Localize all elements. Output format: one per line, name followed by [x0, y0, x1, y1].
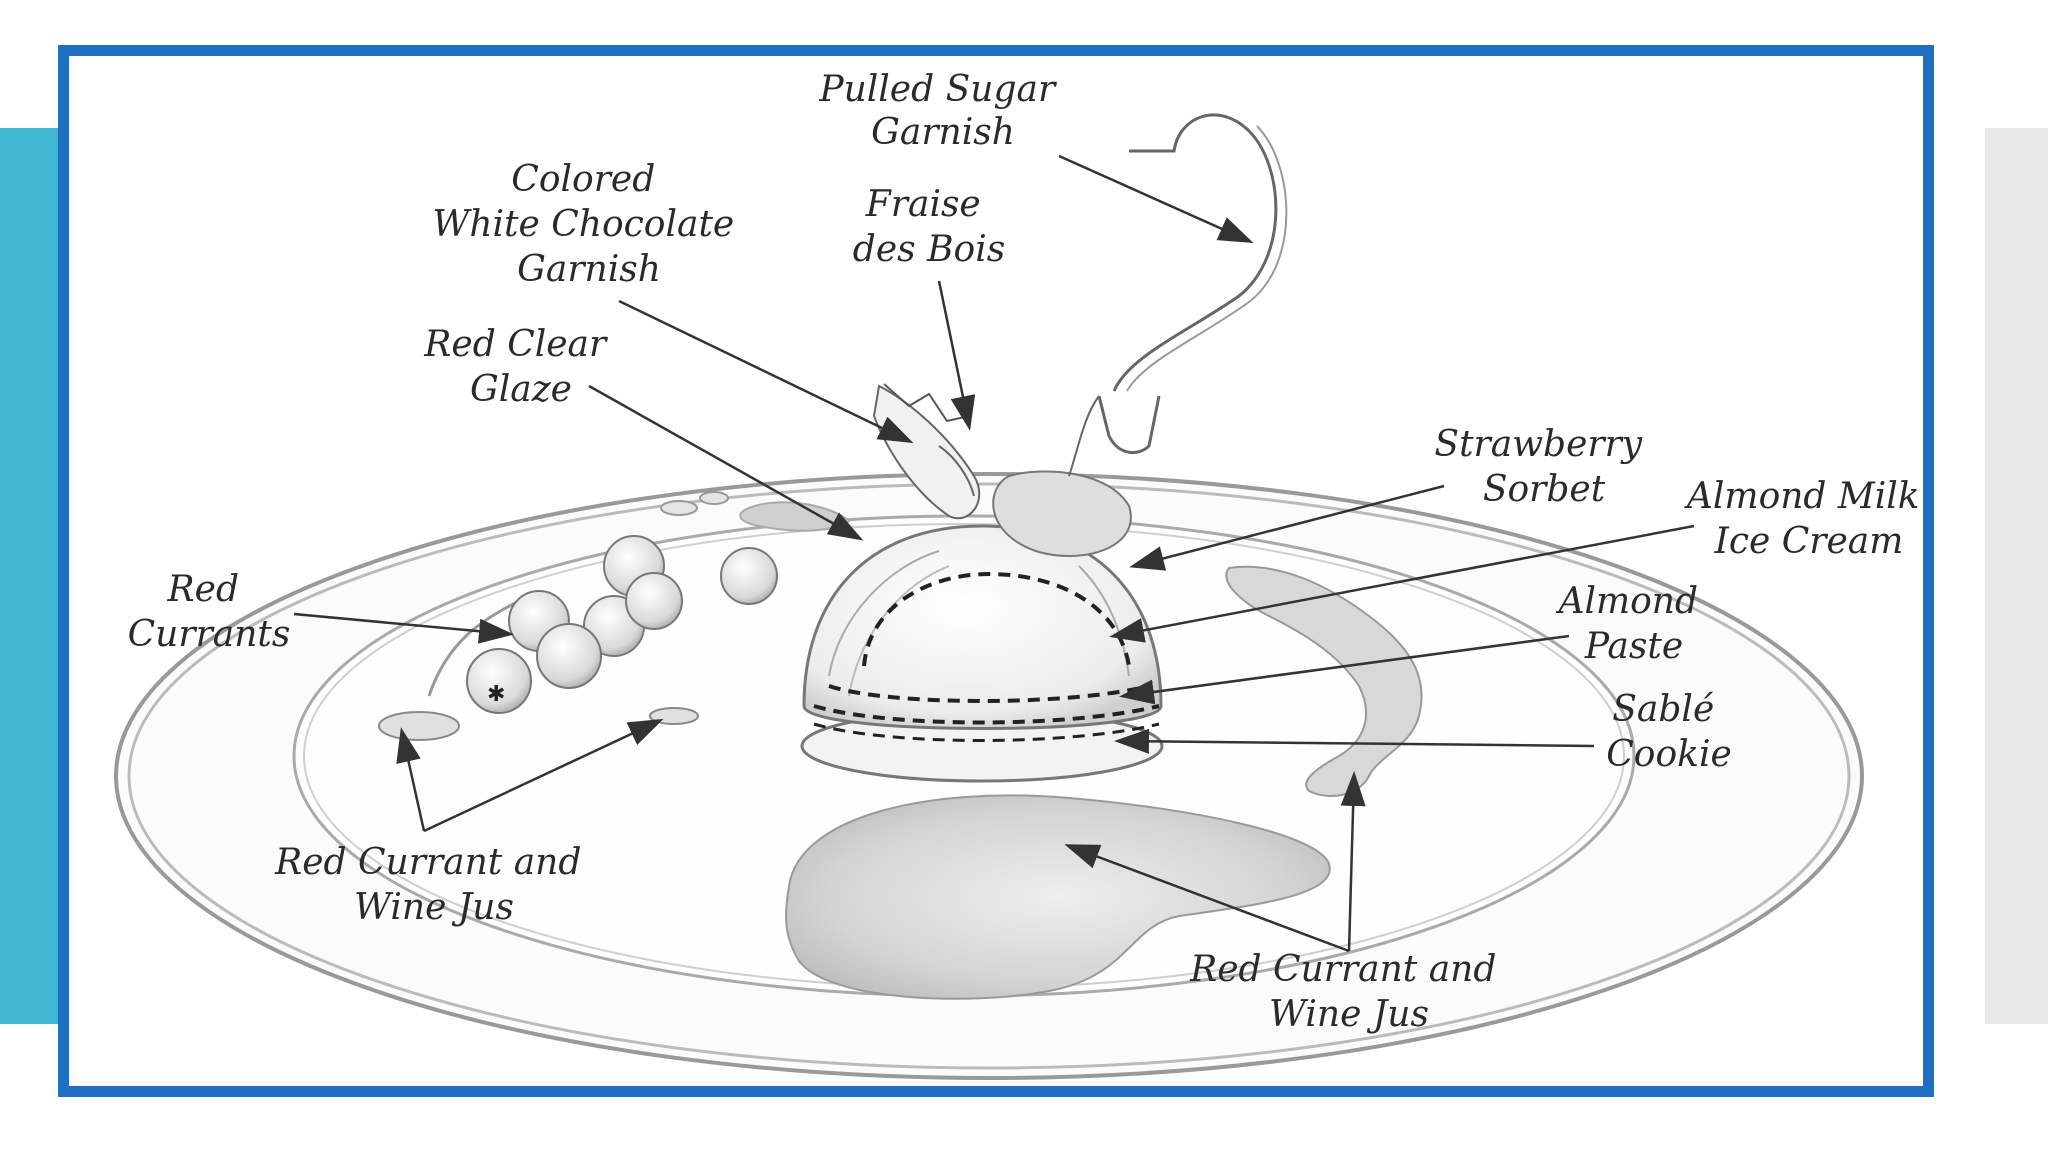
label-red-clear-glaze: Red Clear Glaze — [423, 324, 617, 410]
dessert-dome — [800, 524, 1164, 783]
label-jus-left: Red Currant and Wine Jus — [274, 842, 593, 928]
svg-text:✱: ✱ — [487, 682, 505, 707]
label-red-currants: Red Currants — [128, 569, 291, 655]
label-white-chocolate: Colored White Chocolate Garnish — [432, 159, 745, 290]
label-strawberry-sorbet: Strawberry Sorbet — [1434, 424, 1653, 510]
diagram-frame: ✱ — [58, 45, 1934, 1097]
leader-lines — [293, 154, 1695, 953]
jus-dot — [378, 711, 460, 741]
label-pulled-sugar: Pulled Sugar Garnish — [818, 69, 1066, 153]
label-almond-milk-ice-cream: Almond Milk Ice Cream — [1684, 476, 1923, 562]
label-jus-right: Red Currant and Wine Jus — [1189, 949, 1508, 1035]
jus-dot — [660, 500, 698, 516]
jus-dot — [699, 491, 729, 505]
diagram-labels: Pulled Sugar Garnish Colored White Choco… — [128, 69, 1923, 1035]
jus-pool — [785, 794, 1331, 1000]
jus-swirl — [1225, 565, 1423, 797]
label-sable-cookie: Sablé Cookie — [1606, 689, 1732, 775]
right-accent-band — [1985, 128, 2048, 1024]
plating-diagram: ✱ — [114, 69, 1923, 1080]
label-almond-paste: Almond Paste — [1555, 581, 1709, 667]
label-fraise-des-bois: Fraise des Bois — [853, 184, 1005, 270]
